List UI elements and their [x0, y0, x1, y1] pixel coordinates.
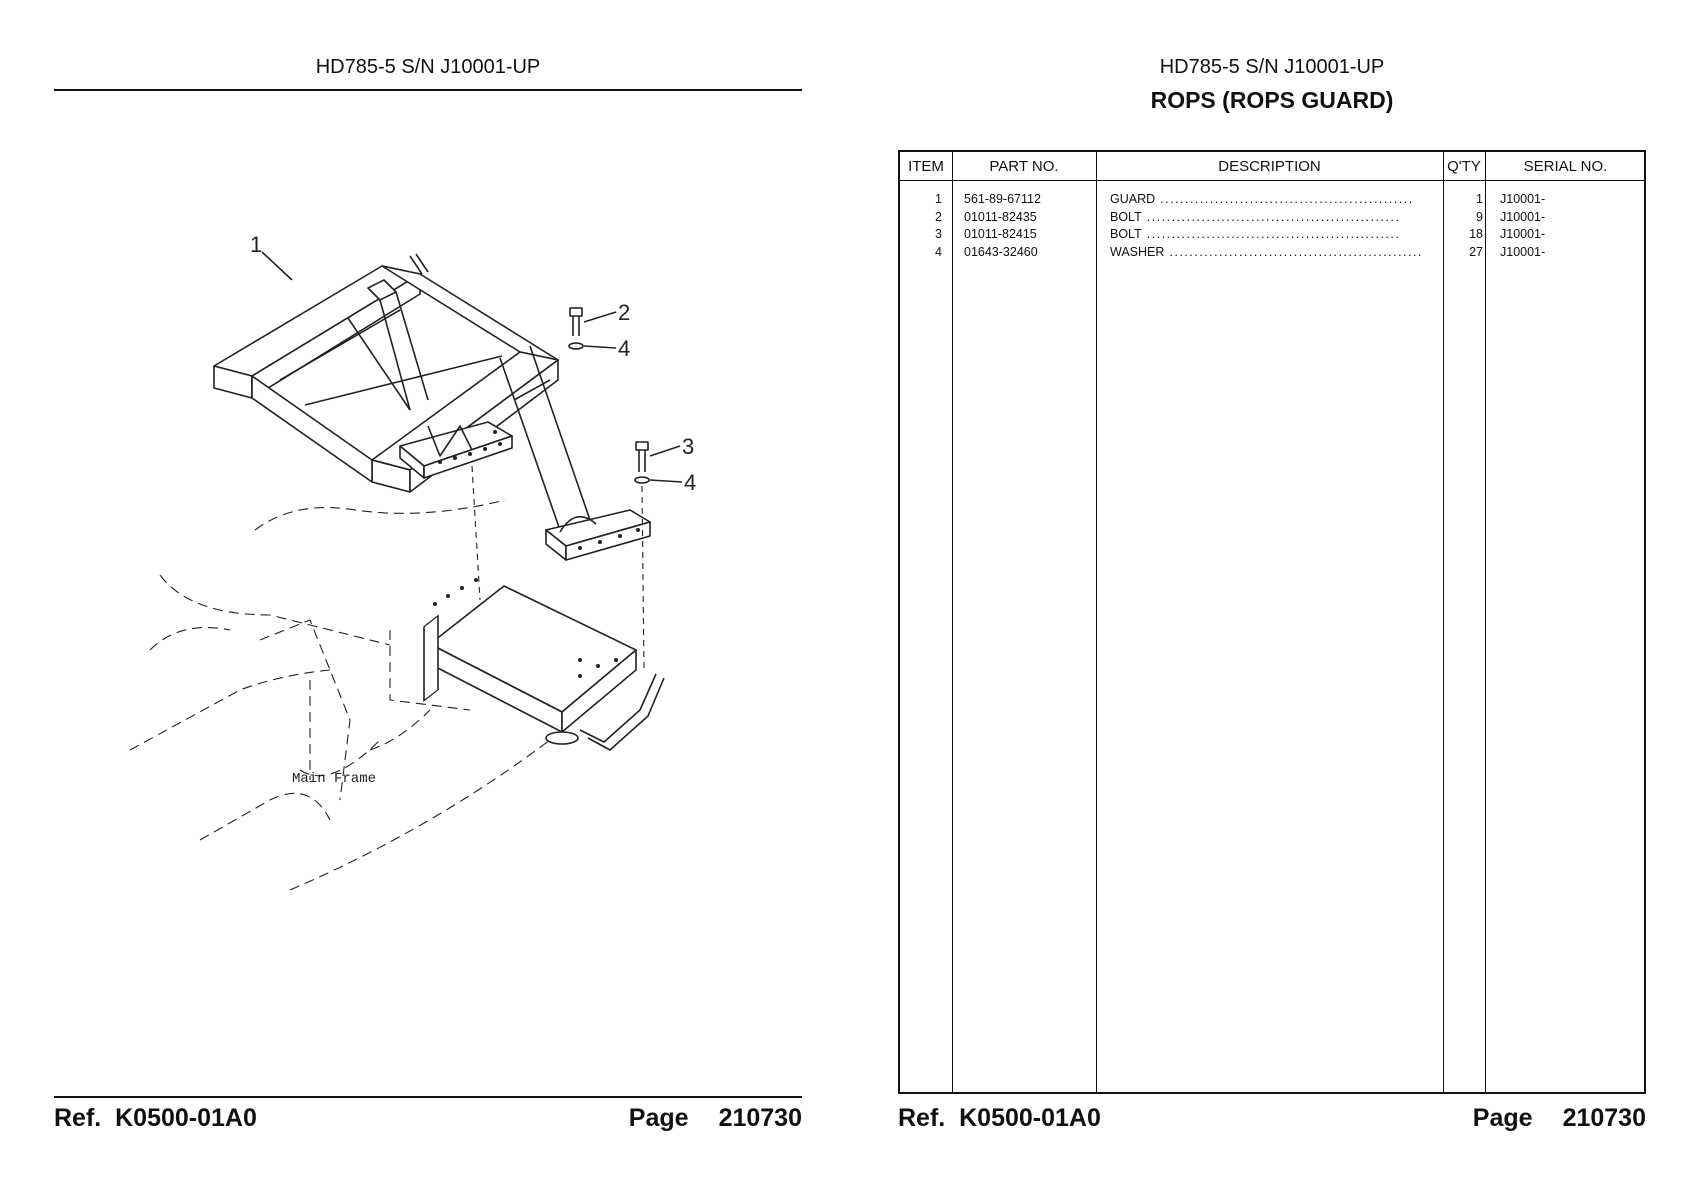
washer-item-4-lower	[634, 476, 650, 484]
column-divider	[952, 152, 953, 1092]
frame-mount-bracket	[423, 578, 665, 751]
row-part-no: 561-89-67112	[964, 192, 1041, 206]
washer-item-4-upper	[568, 342, 584, 350]
left-mount-plate	[399, 421, 513, 479]
rops-exploded-diagram: 1 2 4 3 4 Main Frame	[129, 232, 696, 891]
callout-2: 2	[618, 300, 630, 325]
right-page-label: Page	[1472, 1104, 1533, 1132]
left-header-rule	[54, 89, 802, 91]
table-header-rule	[900, 180, 1644, 181]
leader-dots: ........................................…	[1155, 192, 1414, 206]
right-page-header: HD785-5 S/N J10001-UP ROPS (ROPS GUARD)	[898, 56, 1646, 114]
main-frame-label: Main Frame	[292, 771, 376, 787]
left-reference-code: Ref. K0500-01A0	[54, 1104, 257, 1132]
leader-dots: ........................................…	[1164, 244, 1423, 259]
column-header-qty: Q'TY	[1447, 158, 1481, 175]
callout-1: 1	[250, 232, 262, 257]
row-serial: J10001-	[1500, 244, 1546, 259]
callout-4-upper: 4	[618, 336, 630, 361]
leader-dots: ........................................…	[1141, 209, 1401, 224]
row-qty: 18	[1469, 227, 1483, 241]
row-description: BOLT	[1110, 209, 1142, 224]
table-row: 4 01643-32460 WASHER ...................…	[900, 245, 1644, 263]
column-header-part-no: PART NO.	[989, 158, 1059, 175]
callout-3: 3	[682, 434, 694, 459]
row-part-no: 01643-32460	[964, 244, 1038, 259]
left-page-number-block: Page 210730	[629, 1104, 802, 1133]
left-footer-rule	[54, 1096, 802, 1098]
column-divider	[1443, 152, 1444, 1092]
table-row: 1 561-89-67112 GUARD ...................…	[900, 192, 1644, 210]
leader-dots: ........................................…	[1141, 227, 1401, 241]
left-page-number: 210730	[718, 1104, 802, 1132]
callout-4-lower: 4	[684, 470, 696, 495]
column-divider	[1096, 152, 1097, 1092]
row-serial: J10001-	[1500, 209, 1546, 224]
column-divider	[1485, 152, 1486, 1092]
right-reference-code: Ref. K0500-01A0	[898, 1104, 1101, 1132]
left-page-header: HD785-5 S/N J10001-UP	[315, 56, 541, 78]
bolt-item-3	[635, 441, 649, 472]
row-serial: J10001-	[1500, 192, 1546, 206]
row-description: WASHER	[1110, 244, 1165, 259]
row-item: 3	[935, 227, 942, 241]
row-part-no: 01011-82435	[964, 209, 1037, 224]
right-page-number: 210730	[1562, 1104, 1646, 1132]
row-qty: 27	[1469, 244, 1483, 259]
right-model-header: HD785-5 S/N J10001-UP	[1159, 56, 1385, 78]
row-description: GUARD	[1110, 192, 1156, 206]
left-page-label: Page	[628, 1104, 689, 1132]
right-page-footer: Ref. K0500-01A0 Page 210730	[898, 1104, 1646, 1136]
table-row: 2 01011-82435 BOLT .....................…	[900, 210, 1644, 228]
bolt-item-2	[569, 307, 583, 336]
column-header-item: ITEM	[908, 158, 944, 175]
parts-table: ITEM PART NO. DESCRIPTION Q'TY SERIAL NO…	[898, 150, 1646, 1094]
row-description: BOLT	[1110, 227, 1142, 241]
row-serial: J10001-	[1500, 227, 1546, 241]
row-description-cell: BOLT ...................................…	[1110, 210, 1452, 224]
row-qty: 9	[1476, 209, 1483, 224]
rear-post	[499, 345, 651, 561]
table-row: 3 01011-82415 BOLT .....................…	[900, 227, 1644, 245]
section-title: ROPS (ROPS GUARD)	[1150, 87, 1394, 113]
main-frame-outline	[129, 499, 551, 891]
column-header-serial-no: SERIAL NO.	[1523, 158, 1608, 175]
row-part-no: 01011-82415	[964, 227, 1037, 241]
row-item: 2	[935, 209, 942, 224]
left-page-footer: Ref. K0500-01A0 Page 210730	[54, 1104, 802, 1136]
column-header-description: DESCRIPTION	[1218, 158, 1321, 175]
row-description-cell: WASHER .................................…	[1110, 245, 1452, 259]
right-page-number-block: Page 210730	[1473, 1104, 1646, 1133]
row-description-cell: BOLT ...................................…	[1110, 227, 1452, 241]
row-description-cell: GUARD ..................................…	[1110, 192, 1452, 206]
table-body: 1 561-89-67112 GUARD ...................…	[900, 192, 1644, 262]
row-qty: 1	[1476, 192, 1483, 206]
rops-guard-frame	[213, 253, 559, 493]
row-item: 4	[935, 244, 942, 259]
row-item: 1	[935, 192, 942, 206]
